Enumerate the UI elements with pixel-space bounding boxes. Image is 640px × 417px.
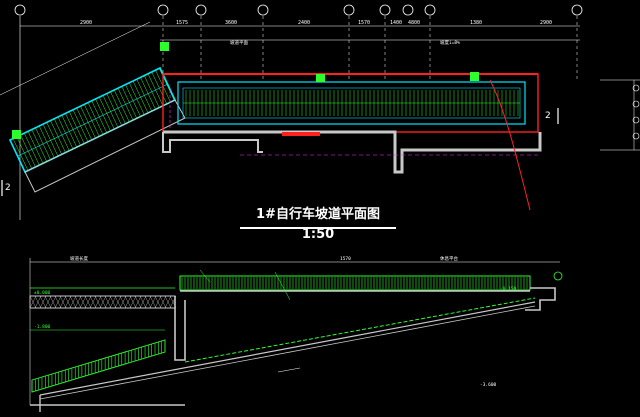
diag-grating-bar [46,122,62,155]
deck-hatch-b [79,295,87,309]
diag-grating-bar [76,107,92,141]
diag-grating-bar [61,115,77,148]
level-label-0: ±0.000 [34,290,51,296]
section-view: 坡道长度 1570 休息平台 [29,255,563,412]
deck-hatch-b [144,295,152,309]
diag-grating-bar [87,102,104,135]
deck-hatch-b [149,295,157,309]
diag-grating-bar [31,129,47,162]
deck-hatch-b [69,295,77,309]
dim-text-0: 2900 [80,20,92,26]
section-dim-1: 1570 [340,256,351,262]
dim-text-4: 1570 [358,20,370,26]
diag-grating-bar [125,84,141,117]
section-dim-2: 休息平台 [440,255,458,262]
diag-grating-bar [95,98,111,132]
diag-grating-bar [106,93,122,126]
diagonal-ramp-plan: 2 [0,21,186,196]
section-mark-right: 2 [545,111,551,121]
deck-hatch-b [124,295,132,309]
dim-text-7: 1380 [470,20,482,26]
top-dimension-text: 2900 1575 3600 2400 1570 1400 4800 1380 … [80,20,552,26]
diag-grating-bar [102,95,119,128]
diag-grating-bar [50,120,66,153]
diag-grating-bar [54,118,70,151]
plan-mid-dimension-text: 坡道平面 坡度i=8% [230,39,460,46]
diag-grating-bar [42,124,59,157]
plan-label-slope: 坡度i=8% [440,39,460,46]
diag-grating-bar [27,131,44,164]
diag-grating-bar [151,71,167,105]
plan-title: 1#自行车坡道平面图 1:50 [240,205,396,242]
deck-hatch-b [39,295,47,309]
deck-hatch-b [84,295,92,309]
diag-grating-bar [39,125,55,159]
deck-hatch-b [64,295,72,309]
dim-text-5: 1400 [390,20,402,26]
deck-hatch-b [59,295,67,309]
diag-grating-bar [110,91,126,124]
diag-grating-bar [99,97,115,130]
level-label-1: -1.800 [34,324,51,330]
diag-grating-bar [132,80,149,114]
deck-hatch-b [109,295,117,309]
diag-grating-bar [144,75,160,108]
deck-hatch-b [29,295,37,309]
deck-hatch-b [159,295,167,309]
diag-grating-bar [117,88,134,121]
diag-grating-bar [147,73,164,106]
deck-hatch-b [89,295,97,309]
diag-grating-bar [129,82,145,115]
diag-grating-bar [159,68,175,101]
diag-grating-bar [65,113,81,146]
section-dim-0: 坡道长度 [70,255,88,262]
deck-hatch-b [164,295,172,309]
diag-grating-bar [80,106,96,139]
diag-grating-bar [69,111,85,144]
deck-hatch-b [34,295,42,309]
deck-hatch-b [74,295,82,309]
diag-grating-bar [84,104,100,137]
deck-hatch-b [139,295,147,309]
diag-grating-bar [35,127,51,160]
deck-hatch-b [114,295,122,309]
plan-label-ramp: 坡道平面 [230,39,248,46]
level-label-2: -3.600 [480,382,497,388]
dim-text-6: 4800 [408,20,420,26]
diag-grating-bar [114,89,130,123]
top-dimension-lines [19,16,580,220]
section-mark-left: 2 [5,183,11,193]
diag-grating-bar [12,138,29,171]
dim-text-3: 2400 [298,20,310,26]
diag-grating-bar [136,79,152,112]
diag-grating-bar [121,86,137,119]
deck-hatch-b [129,295,137,309]
deck-hatch-b [99,295,107,309]
diag-grating-bar [91,100,107,133]
diag-grating-bar [140,77,156,110]
straight-ramp-plan: 2 [162,72,640,211]
dim-text-2: 3600 [225,20,237,26]
diag-grating-bar [57,116,74,150]
level-label-3: -0.150 [500,286,517,292]
deck-hatch-b [44,295,52,309]
deck-hatch-b [54,295,62,309]
diag-grating-bar [24,133,40,166]
deck-hatch-b [154,295,162,309]
axis-bubbles [14,4,583,16]
diag-grating-bar [20,134,36,168]
deck-hatch-b [104,295,112,309]
dim-text-8: 2900 [540,20,552,26]
deck-hatch-b [134,295,142,309]
dim-text-1: 1575 [176,20,188,26]
deck-hatch-b [49,295,57,309]
diag-grating-bar [72,109,89,142]
deck-hatch-b [94,295,102,309]
diag-grating-bar [16,136,32,169]
deck-hatch-b [119,295,127,309]
